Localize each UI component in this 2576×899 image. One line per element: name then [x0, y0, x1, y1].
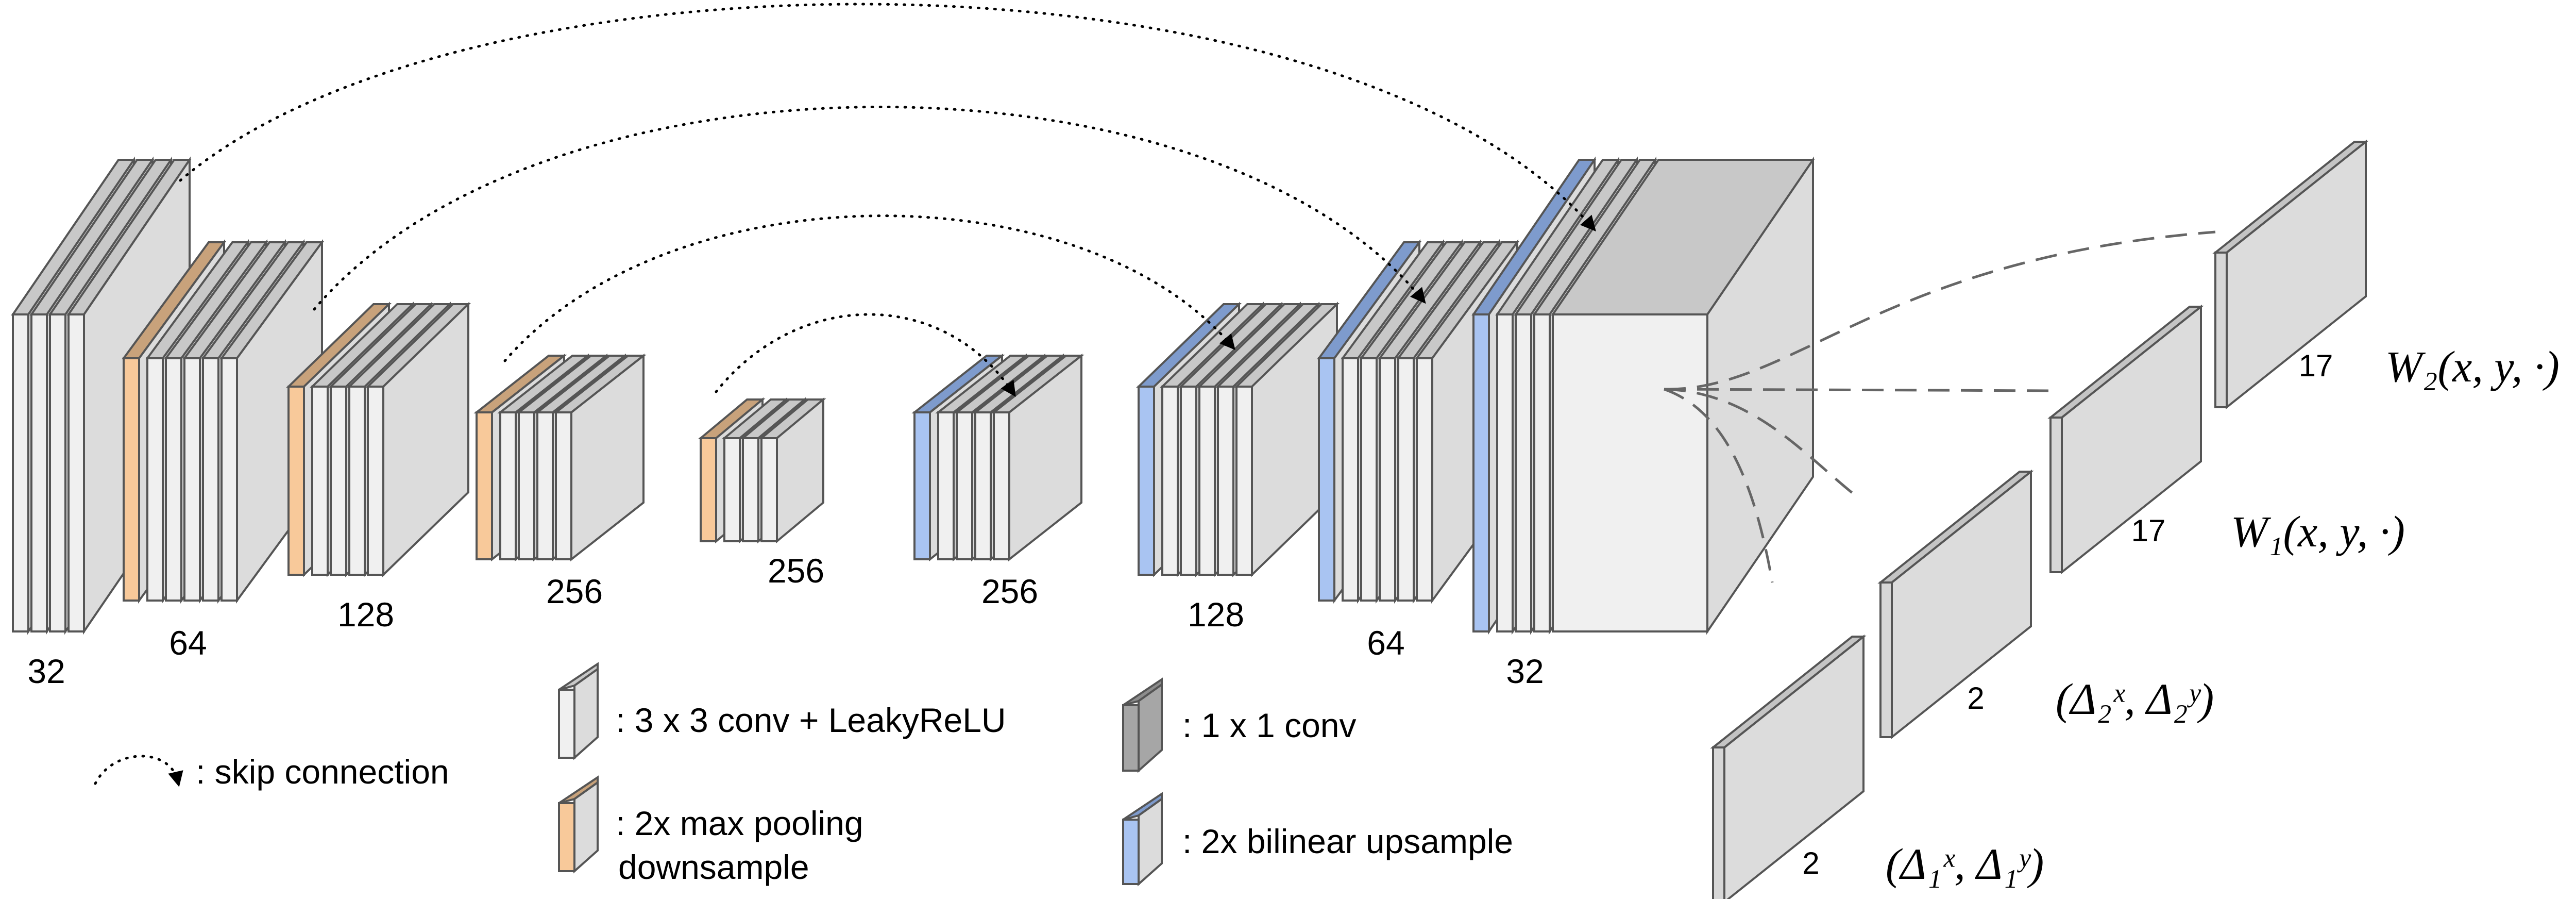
legend-upsample-label: : 2x bilinear upsample [1182, 822, 1513, 860]
legend-conv-icon [558, 662, 599, 760]
connector-delta2 [1664, 388, 1856, 496]
output-channels-w1: 17 [2131, 513, 2166, 548]
stage-2-block-4 [365, 302, 471, 577]
legend-upsample-icon [1122, 792, 1163, 887]
output-channels-w2: 17 [2299, 348, 2333, 383]
legend-skip-icon [94, 755, 183, 787]
legend-pool-label-line2: downsample [618, 848, 809, 886]
legend-pool-label-line1: : 2x max pooling [616, 804, 863, 842]
output-connectors [1664, 230, 2216, 583]
channel-label-64-left: 64 [169, 624, 207, 662]
connector-w2 [1664, 230, 2216, 391]
channel-label-128-left: 128 [337, 595, 394, 634]
output-maps [1710, 139, 2369, 899]
output-label-w2: W₂(x, y, ·) [2385, 342, 2560, 391]
output-map-w1 [2047, 304, 2204, 575]
legend-one-by-one-icon [1122, 677, 1163, 773]
channel-label-64-right: 64 [1367, 624, 1404, 662]
channel-labels: 32 64 128 256 256 256 128 64 32 [27, 552, 1544, 690]
connector-delta1 [1664, 388, 1774, 583]
legend-skip-label: : skip connection [196, 753, 449, 791]
skip-connections [179, 3, 1596, 397]
stage-6-block-5 [1234, 302, 1340, 577]
output-map-delta2 [1877, 469, 2034, 740]
channel-label-128-right: 128 [1188, 595, 1244, 634]
output-channels-delta2: 2 [1967, 681, 1984, 715]
stage-4-block-3 [758, 397, 826, 544]
legend-conv-label: : 3 x 3 conv + LeakyReLU [616, 701, 1006, 739]
channel-label-256-right: 256 [981, 572, 1038, 610]
skip-connection-256 [715, 313, 1016, 397]
legend: : skip connection : 3 x 3 conv + LeakyRe… [94, 662, 1513, 887]
output-map-w2 [2212, 139, 2369, 410]
channel-label-256-center: 256 [768, 552, 824, 590]
skip-connection-128 [503, 214, 1235, 362]
legend-one-by-one-label: : 1 x 1 conv [1182, 706, 1357, 744]
stage-3-block-4 [553, 353, 647, 562]
channel-label-32-left: 32 [27, 652, 65, 690]
output-label-delta2: (Δ₂ˣ, Δ₂ʸ) [2056, 674, 2214, 724]
channel-label-256-left: 256 [546, 572, 603, 610]
channel-label-32-right: 32 [1506, 652, 1544, 690]
legend-pool-icon [558, 775, 599, 874]
network-blocks [11, 156, 1815, 635]
output-label-w1: W₁(x, y, ·) [2231, 507, 2405, 556]
skip-connection-32 [179, 3, 1596, 232]
stage-5-block-4 [991, 353, 1084, 562]
skip-connection-64 [313, 106, 1426, 311]
output-channels-delta1: 2 [1802, 846, 1819, 880]
stage-8-block-4 [1551, 156, 1815, 635]
output-map-delta1 [1710, 634, 1867, 899]
output-labels: 17 W₂(x, y, ·) 17 W₁(x, y, ·) 2 (Δ₂ˣ, Δ₂… [1802, 342, 2560, 889]
output-label-delta1: (Δ₁ˣ, Δ₁ʸ) [1886, 839, 2044, 889]
